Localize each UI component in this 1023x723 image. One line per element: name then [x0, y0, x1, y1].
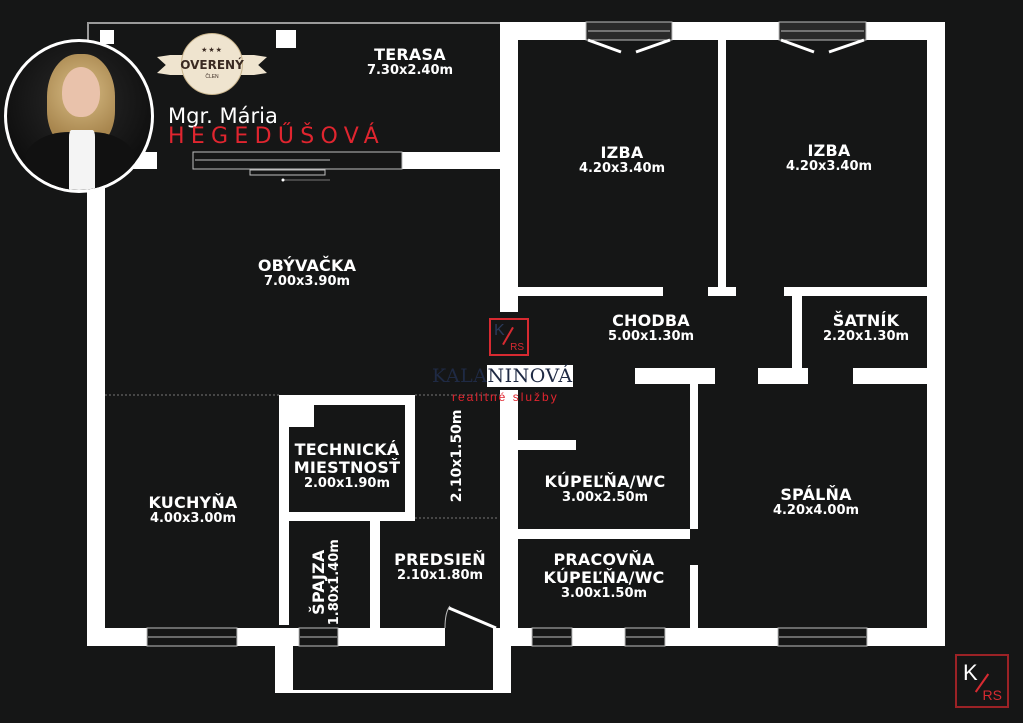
agent-shirt — [69, 130, 95, 190]
izba-1-window — [585, 21, 673, 54]
brand-name-part1: KALA — [432, 365, 488, 387]
entrance-door — [444, 605, 497, 646]
agent-name: Mgr. Mária — [168, 104, 278, 128]
terrace-pillar-left — [100, 30, 114, 44]
terrace-outline — [87, 22, 507, 24]
room-label-izba-1: IZBA 4.20x3.40m — [578, 143, 666, 176]
room-label-predsien: PREDSIEŇ 2.10x1.80m — [394, 550, 486, 583]
room-label-spajza: ŠPAJZA 1.80x1.40m — [308, 539, 342, 626]
badge-subtitle: ČLEN — [205, 74, 219, 80]
badge-stars: ★★★ — [201, 47, 223, 54]
room-label-technicka: TECHNICKÁ MIESTNOSŤ 2.00x1.90m — [293, 440, 401, 491]
room-label-terasa: TERASA 7.30x2.40m — [366, 45, 454, 78]
badge-title: OVERENÝ — [180, 58, 244, 72]
room-label-kuchyna: KUCHYŇA 4.00x3.00m — [148, 493, 238, 526]
brand-name: KALANINOVÁ — [432, 365, 573, 387]
logo-rs: RS — [510, 342, 524, 353]
k-rs-logo-icon: K RS — [489, 318, 529, 356]
room-label-satnik: ŠATNÍK 2.20x1.30m — [822, 311, 910, 344]
terrace-door — [192, 151, 403, 182]
corner-logo-rs: RS — [982, 687, 1002, 703]
room-label-kupelna: KÚPEĽŇA/WC 3.00x2.50m — [544, 472, 666, 505]
corner-logo-icon: K RS — [955, 654, 1009, 708]
badge-seal-icon — [181, 33, 243, 95]
logo-k: K — [494, 322, 505, 339]
terrace-outline-left — [87, 22, 89, 52]
room-label-chodba: CHODBA 5.00x1.30m — [607, 311, 695, 344]
verified-member-badge: ★★★ OVERENÝ ČLEN — [157, 33, 267, 103]
brand-tagline: realitné služby — [452, 390, 559, 404]
izba-2-window — [778, 21, 867, 54]
room-label-hall-strip: 2.10x1.50m — [449, 409, 466, 503]
corner-logo-k: K — [963, 660, 978, 685]
room-label-obyvacka: OBÝVAČKA 7.00x3.90m — [257, 256, 357, 289]
agent-face — [62, 67, 100, 117]
terrace-pillar-right — [276, 30, 296, 48]
brand-name-part2: NINOVÁ — [487, 365, 573, 387]
agent-photo — [4, 39, 154, 193]
room-label-spalna: SPÁLŇA 4.20x4.00m — [772, 485, 860, 518]
room-label-izba-2: IZBA 4.20x3.40m — [785, 141, 873, 174]
agent-surname: HEGEDŰŠOVÁ — [168, 124, 386, 149]
room-label-pracovna: PRACOVŇA KÚPEĽŇA/WC 3.00x1.50m — [543, 550, 665, 601]
